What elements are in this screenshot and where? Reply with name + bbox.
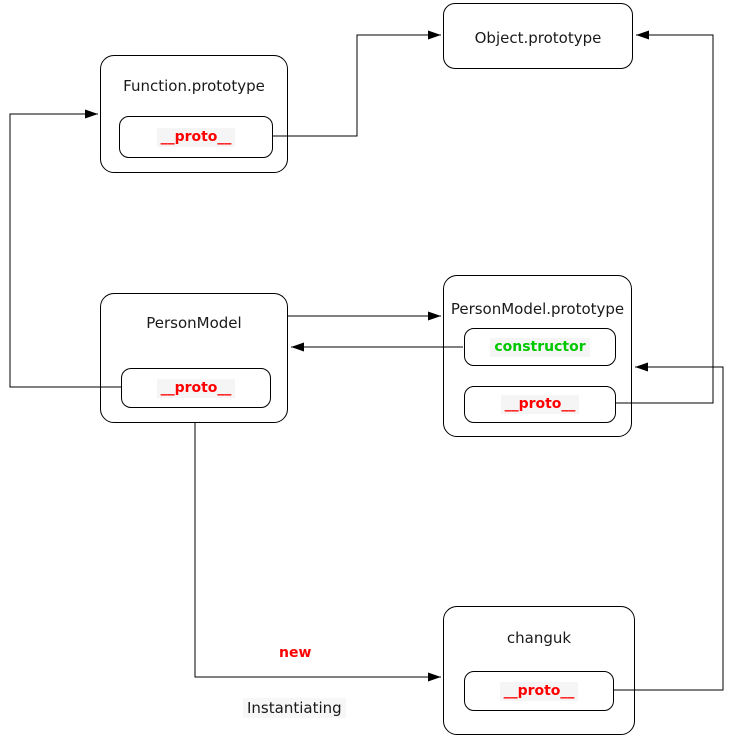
person-model-prototype-box: PersonModel.prototype constructor __prot… xyxy=(443,275,632,437)
function-prototype-title: Function.prototype xyxy=(123,77,265,95)
person-model-prototype-constructor-slot: constructor xyxy=(464,328,616,366)
person-model-box: PersonModel __proto__ xyxy=(100,293,288,423)
person-model-prototype-title: PersonModel.prototype xyxy=(450,300,625,318)
function-prototype-proto-label: __proto__ xyxy=(156,127,236,147)
object-prototype-title: Object.prototype xyxy=(474,29,602,47)
object-prototype-box: Object.prototype xyxy=(443,3,633,69)
person-model-prototype-constructor-label: constructor xyxy=(490,337,590,357)
person-model-proto-slot: __proto__ xyxy=(121,368,271,408)
instantiating-label: Instantiating xyxy=(243,698,346,718)
person-model-prototype-proto-label: __proto__ xyxy=(500,395,580,414)
function-prototype-proto-slot: __proto__ xyxy=(119,116,273,158)
changuk-title: changuk xyxy=(506,629,572,647)
function-prototype-box: Function.prototype __proto__ xyxy=(100,55,288,173)
changuk-proto-slot: __proto__ xyxy=(464,671,614,711)
person-model-proto-label: __proto__ xyxy=(156,378,236,398)
changuk-proto-label: __proto__ xyxy=(499,681,579,701)
new-label: new xyxy=(279,645,312,661)
person-model-title: PersonModel xyxy=(146,314,242,332)
edge-function-proto-to-object-prototype xyxy=(272,30,441,137)
changuk-box: changuk __proto__ xyxy=(443,606,635,735)
edge-new-personmodel-to-changuk xyxy=(194,423,441,682)
person-model-prototype-proto-slot: __proto__ xyxy=(464,386,616,423)
